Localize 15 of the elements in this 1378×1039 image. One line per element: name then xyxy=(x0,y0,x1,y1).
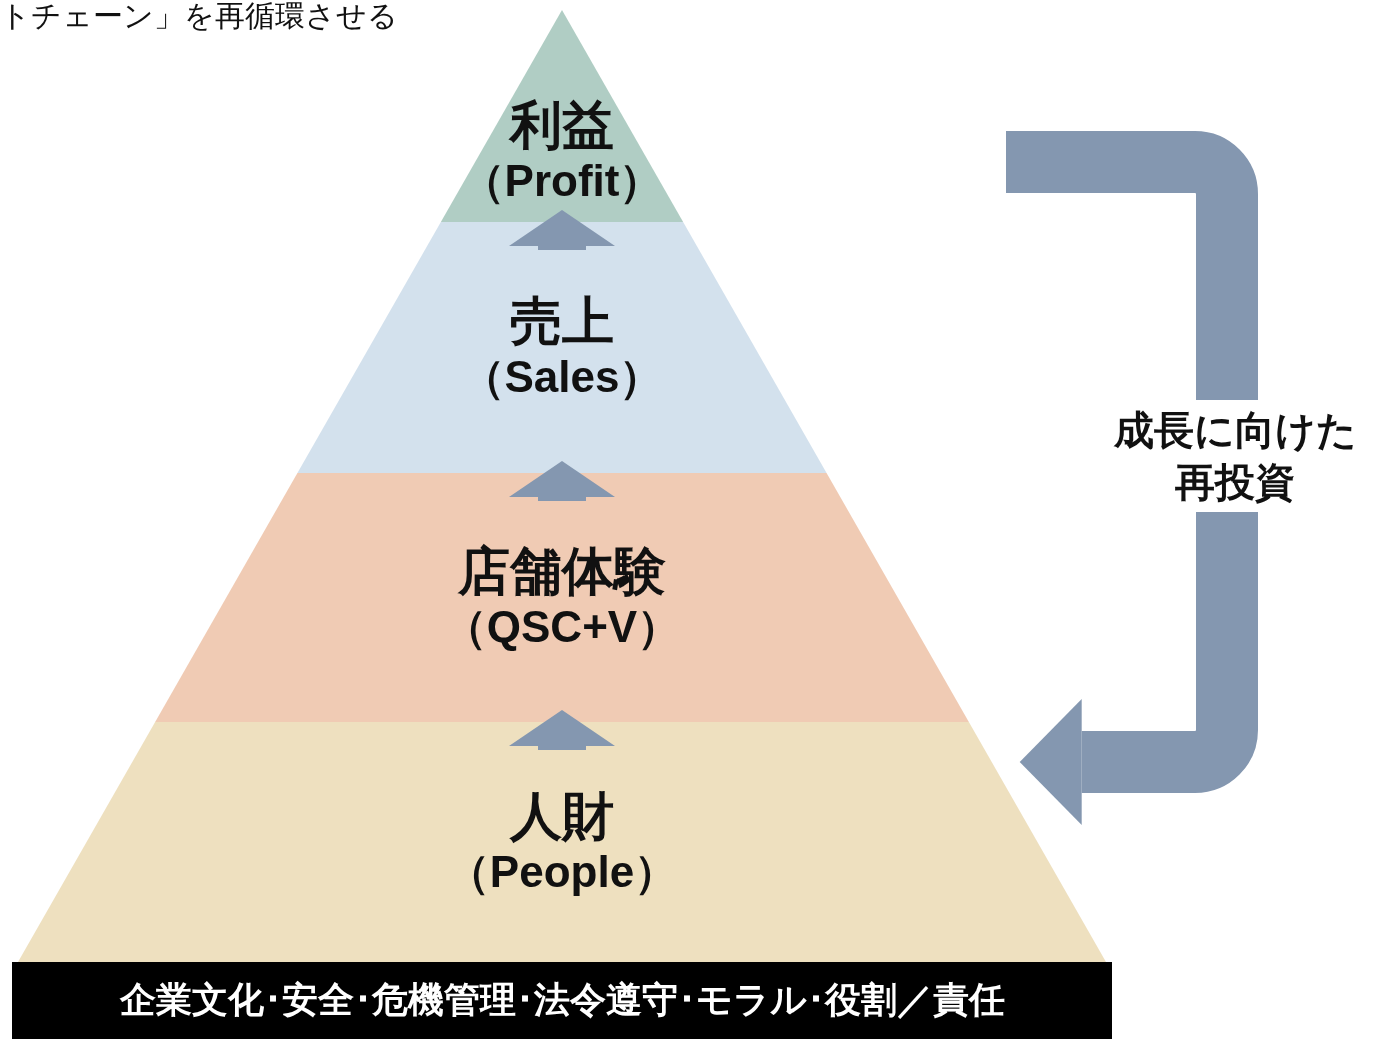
tier-subtitle: （Sales） xyxy=(460,352,664,403)
foundation-bar xyxy=(12,962,1112,1039)
tier-title: 人財 xyxy=(510,786,614,847)
tier-subtitle: （QSC+V） xyxy=(442,602,682,653)
block-arrow xyxy=(509,210,615,250)
tier-title: 利益 xyxy=(510,95,614,156)
tier-title: 売上 xyxy=(510,292,614,353)
curved-arrow xyxy=(1006,131,1258,825)
block-arrow xyxy=(509,461,615,501)
tier-title: 店舗体験 xyxy=(458,542,666,603)
tier-subtitle: （Profit） xyxy=(460,155,664,207)
tier-subtitle: （People） xyxy=(445,846,679,898)
block-arrow xyxy=(509,710,615,750)
foundation-text: 企業文化･安全･危機管理･法令遵守･モラル･役割／責任 xyxy=(119,978,1005,1022)
heading-text: トチェーン」を再循環させる xyxy=(0,0,398,32)
